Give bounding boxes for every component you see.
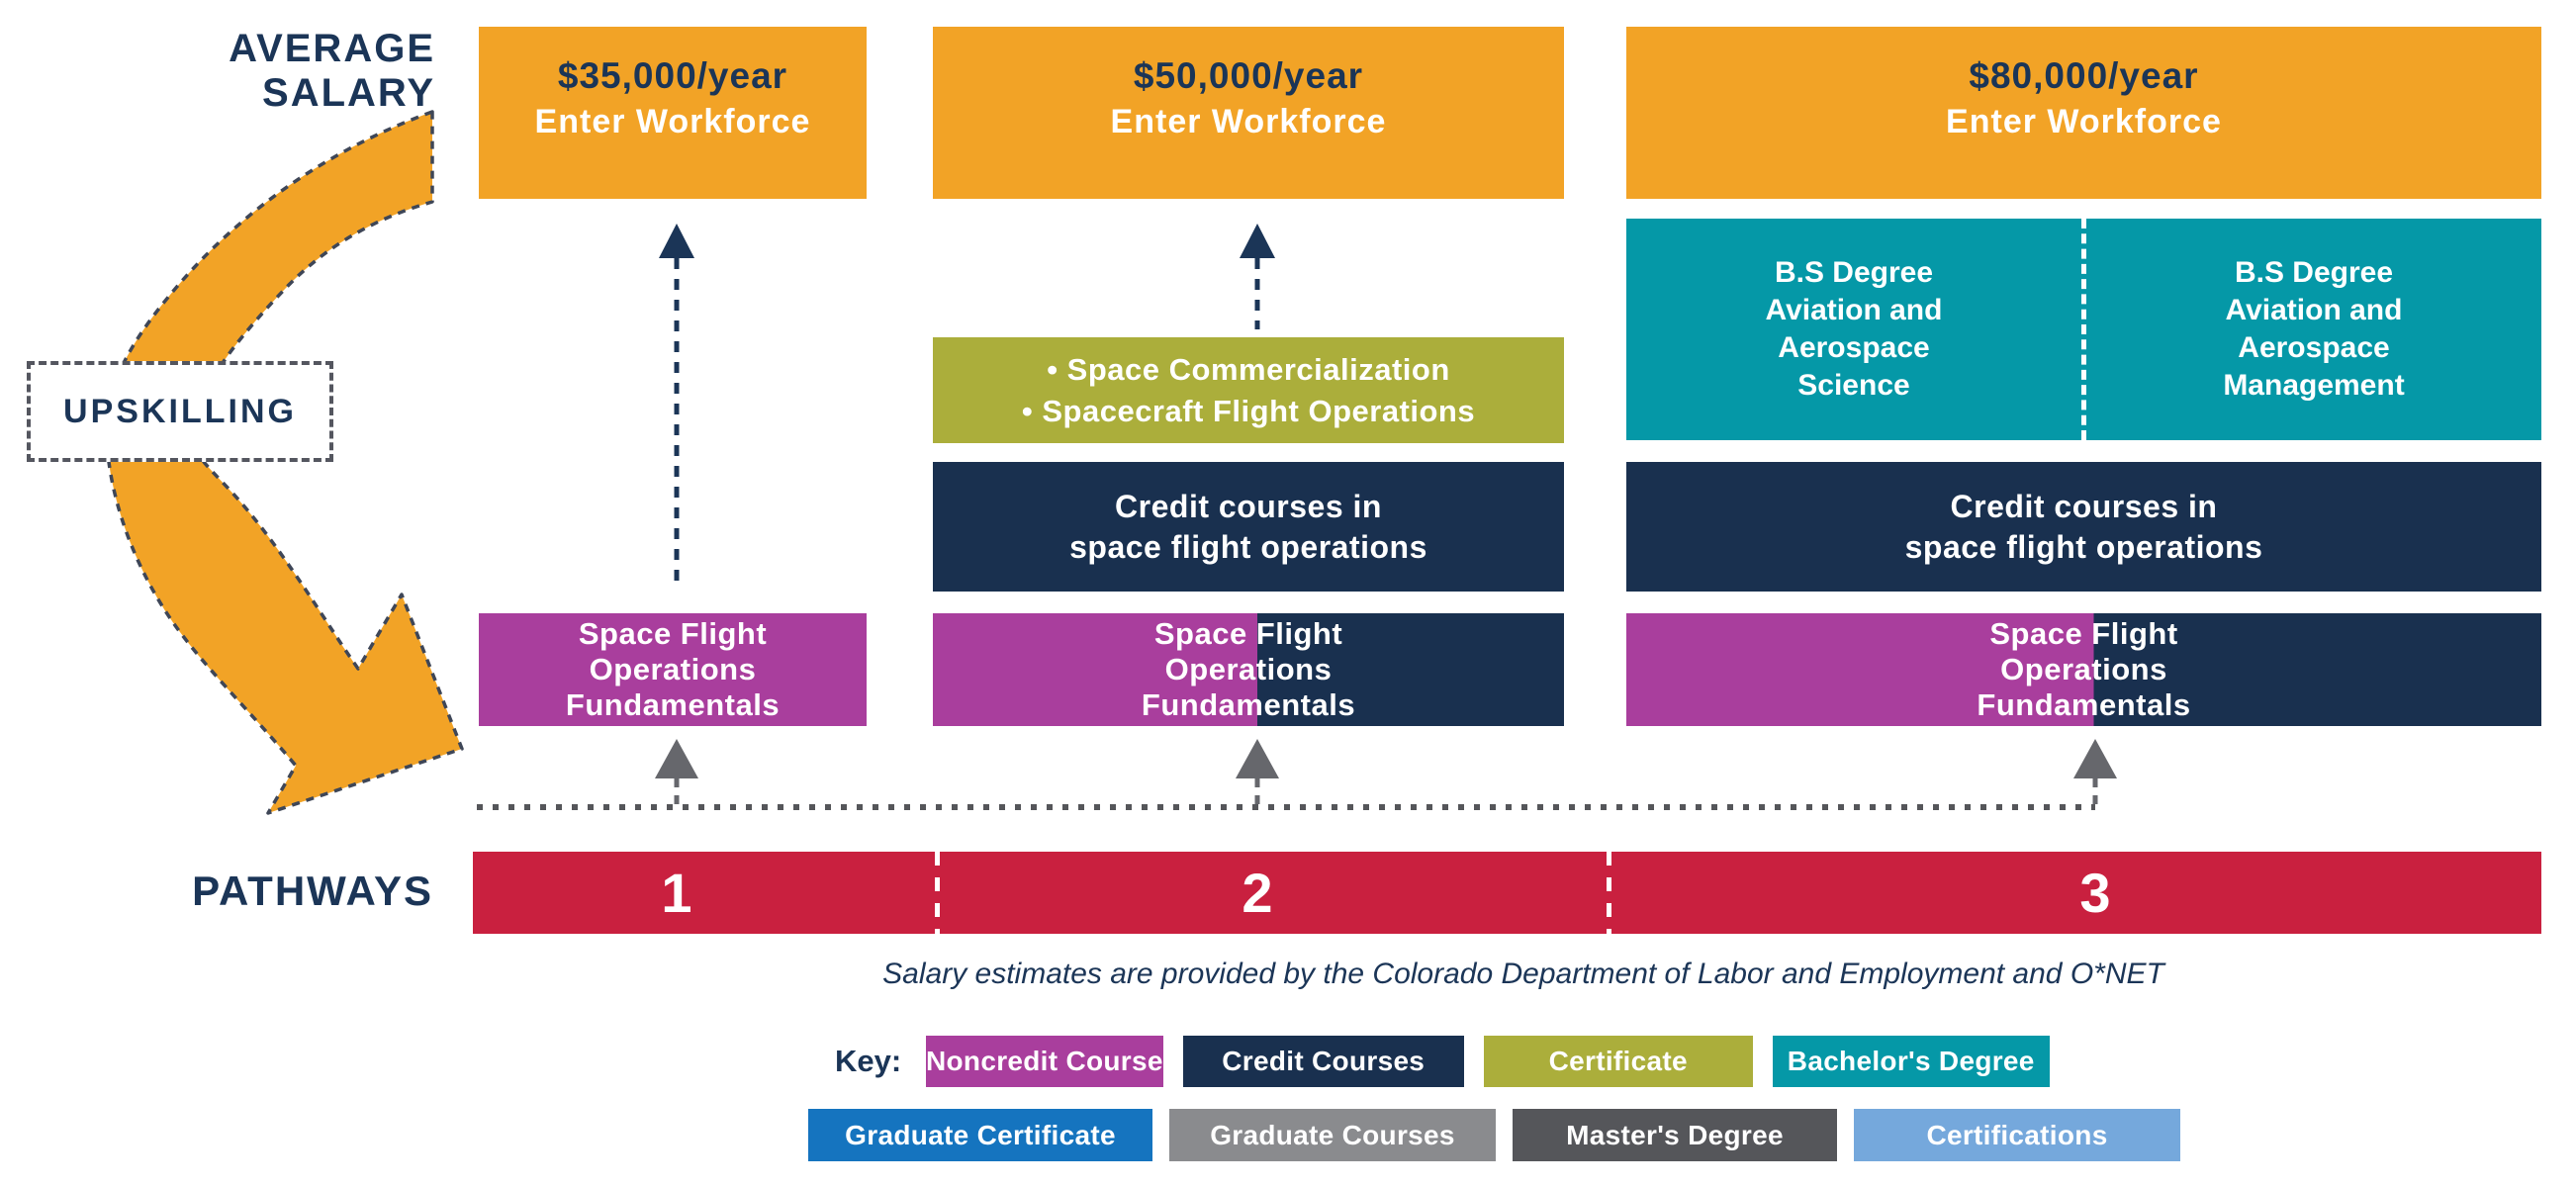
credit-courses-box-pathway2: Credit courses in space flight operation…: [933, 462, 1564, 592]
key-chip-credit-courses: Credit Courses: [1182, 1036, 1464, 1087]
salary-source-footnote: Salary estimates are provided by the Col…: [882, 958, 2164, 990]
bs1-line: Aviation and: [1765, 294, 1943, 326]
key-chip-certificate: Certificate: [1483, 1036, 1753, 1087]
upskilling-label: UPSKILLING: [63, 392, 297, 430]
pathway-number-1: 1: [661, 862, 692, 924]
certificate-line: • Space Commercialization: [1047, 351, 1450, 387]
credit2-line: Credit courses in: [1115, 488, 1382, 524]
pathways-bar: 1 2 3: [473, 852, 2541, 934]
pathway-separator-2: [1607, 852, 1611, 934]
key-chip-bachelors-degree: Bachelor's Degree: [1772, 1036, 2050, 1087]
navy-up-arrow-col1: [659, 224, 694, 591]
salary-amount-3: $80,000/year: [1969, 55, 2199, 96]
noncredit3-line: Space Flight: [1989, 616, 2178, 651]
noncredit3-line: Operations: [2000, 652, 2167, 686]
pathways-label: PATHWAYS: [192, 867, 433, 914]
bs-aviation-science-box: B.S Degree Aviation and Aerospace Scienc…: [1626, 219, 2081, 440]
noncredit2-line: Operations: [1164, 652, 1333, 686]
average-salary-line1: AVERAGE: [229, 27, 435, 70]
pathway-number-3: 3: [2079, 862, 2111, 924]
key-label: Key:: [835, 1044, 902, 1078]
key-chip-noncredit-course: Noncredit Course: [926, 1036, 1163, 1087]
noncredit3-line: Fundamentals: [1977, 687, 2191, 722]
noncredit1-line: Fundamentals: [565, 687, 781, 722]
gray-up-arrow-col2: [1236, 739, 1279, 807]
noncredit2-line: Space Flight: [1153, 616, 1343, 651]
bs2-line: Management: [2223, 369, 2405, 402]
enter-workforce-2: Enter Workforce: [1110, 103, 1387, 140]
average-salary-label: AVERAGE SALARY: [138, 27, 435, 116]
noncredit1-line: Operations: [589, 652, 757, 686]
key-chip-graduate-certificate: Graduate Certificate: [808, 1109, 1152, 1161]
noncredit1-line: Space Flight: [578, 616, 768, 651]
key-legend-row1: Key: Noncredit Course Credit Courses Cer…: [835, 1036, 2050, 1087]
salary-amount-2: $50,000/year: [1133, 55, 1364, 96]
noncredit-box-pathway1: Space Flight Operations Fundamentals: [479, 613, 867, 726]
salary-box-pathway2: $50,000/year Enter Workforce: [933, 27, 1564, 199]
bs1-line: B.S Degree: [1774, 256, 1934, 289]
enter-workforce-3: Enter Workforce: [1946, 103, 2222, 140]
navy-up-arrow-col2: [1240, 224, 1275, 329]
credit2-line: space flight operations: [1069, 528, 1427, 565]
key-chip-masters-degree: Master's Degree: [1513, 1109, 1837, 1161]
gray-up-arrow-col3: [2073, 739, 2117, 807]
gray-up-arrow-col1: [655, 739, 698, 807]
credit-courses-box-pathway3: Credit courses in space flight operation…: [1626, 462, 2541, 592]
key-chip-certifications: Certifications: [1854, 1109, 2180, 1161]
noncredit-credit-split-box-pathway2: Space Flight Operations Fundamentals: [933, 613, 1564, 726]
bs2-line: Aerospace: [2238, 331, 2390, 364]
certificate-line: • Spacecraft Flight Operations: [1021, 393, 1476, 428]
bachelors-degree-band: B.S Degree Aviation and Aerospace Scienc…: [1626, 219, 2541, 440]
pathway-separator-1: [935, 852, 940, 934]
upskilling-box: UPSKILLING: [27, 361, 333, 462]
bs1-line: Aerospace: [1778, 331, 1930, 364]
certificate-box-pathway2: • Space Commercialization • Spacecraft F…: [933, 337, 1564, 443]
noncredit2-line: Fundamentals: [1141, 687, 1356, 722]
enter-workforce-1: Enter Workforce: [534, 103, 811, 140]
salary-box-pathway3: $80,000/year Enter Workforce: [1626, 27, 2541, 199]
upskilling-curved-arrow: [107, 110, 464, 815]
bs2-line: B.S Degree: [2234, 256, 2394, 289]
noncredit-credit-split-box-pathway3: Space Flight Operations Fundamentals: [1626, 613, 2541, 726]
average-salary-line2: SALARY: [262, 71, 435, 115]
bs1-line: Science: [1797, 369, 1910, 402]
salary-box-pathway1: $35,000/year Enter Workforce: [479, 27, 867, 199]
pathway-number-2: 2: [1242, 862, 1273, 924]
bs2-line: Aviation and: [2225, 294, 2403, 326]
key-chip-graduate-courses: Graduate Courses: [1169, 1109, 1496, 1161]
credit3-line: space flight operations: [1904, 528, 2263, 565]
key-legend-row2: Graduate Certificate Graduate Courses Ma…: [808, 1109, 2180, 1161]
bs-aviation-management-box: B.S Degree Aviation and Aerospace Manage…: [2081, 219, 2541, 440]
salary-amount-1: $35,000/year: [557, 55, 788, 96]
credit3-line: Credit courses in: [1950, 488, 2218, 524]
